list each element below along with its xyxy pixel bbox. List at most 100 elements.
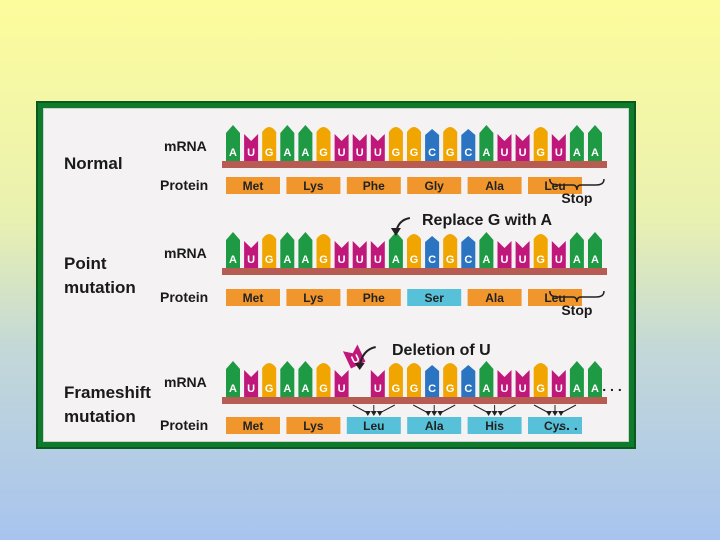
nucleotide-C [425,236,440,268]
nucleotide-U [515,134,530,161]
nucleotide-letter: C [464,254,472,266]
nucleotide-A [280,361,295,397]
codon-connector-arrowhead [431,411,438,416]
nucleotide-letter: G [319,147,328,159]
nucleotide-A [569,125,584,161]
nucleotide-letter: A [482,147,490,159]
nucleotide-G [443,127,458,161]
amino-acid-box [467,417,522,434]
nucleotide-U [551,370,566,397]
nucleotide-U [551,241,566,268]
nucleotide-C [425,365,440,397]
nucleotide-letter: G [446,254,455,266]
nucleotide-letter: U [247,254,255,266]
nucleotide-letter: U [555,383,563,395]
nucleotide-G [533,234,548,268]
stop-label: Stop [561,302,592,318]
amino-acid-label: His [485,419,504,433]
protein-label: Protein [160,289,208,305]
nucleotide-letter: A [392,254,400,266]
replace-annotation: Replace G with A [422,212,553,229]
amino-acid-label: Ala [485,179,504,193]
nucleotide-U [352,241,367,268]
nucleotide-A [388,232,403,268]
nucleotide-letter: A [591,254,599,266]
nucleotide-letter: A [591,147,599,159]
nucleotide-A [298,361,313,397]
amino-acid-box [346,289,401,306]
nucleotide-letter: U [519,254,527,266]
nucleotide-letter: U [501,147,509,159]
section-title-line: Normal [64,154,123,173]
mrna-label: mRNA [164,245,207,261]
nucleotide-G [262,127,277,161]
nucleotide-A [588,232,602,268]
nucleotide-G [533,363,548,397]
nucleotide-U [370,241,385,268]
mrna-strand [222,397,607,404]
amino-acid-label: Ala [425,419,444,433]
nucleotide-G [262,234,277,268]
nucleotide-letter: G [536,147,545,159]
codon-connector-arrowhead [437,411,444,416]
nucleotide-letter: U [501,383,509,395]
nucleotide-letter: G [392,147,401,159]
nucleotide-A [226,361,240,397]
amino-acid-label: Met [243,419,264,433]
deletion-arrowhead [354,363,365,370]
nucleotide-letter: G [410,383,419,395]
amino-acid-label: Leu [544,179,565,193]
nucleotide-letter: A [229,254,237,266]
nucleotide-letter: G [446,147,455,159]
nucleotide-A [280,125,295,161]
nucleotide-letter: U [374,254,382,266]
nucleotide-A [569,361,584,397]
nucleotide-G [443,234,458,268]
nucleotide-G [316,127,331,161]
codon-connector-arrowhead [370,411,377,416]
nucleotide-G [407,234,421,268]
section-title-line: mutation [64,278,136,297]
codon-connector-arrowhead [491,411,498,416]
nucleotide-letter: G [410,254,419,266]
nucleotide-letter: A [283,147,291,159]
codon-connector-arrowhead [425,411,432,416]
nucleotide-letter: A [573,383,581,395]
amino-acid-box [407,417,462,434]
nucleotide-U [334,134,349,161]
amino-acid-label: Gly [425,179,445,193]
amino-acid-box [286,289,341,306]
nucleotide-A [479,125,494,161]
nucleotide-letter: U [338,254,346,266]
nucleotide-U [497,134,512,161]
nucleotide-letter: A [482,254,490,266]
codon-connector-arrowhead [376,411,383,416]
nucleotide-letter: A [573,254,581,266]
nucleotide-letter: U [356,147,364,159]
nucleotide-U [244,134,259,161]
amino-acid-label: Leu [544,291,565,305]
nucleotide-C [461,365,476,397]
amino-acid-box [346,417,401,434]
nucleotide-letter: G [392,383,401,395]
nucleotide-letter: C [428,147,436,159]
nucleotide-U [334,241,349,268]
nucleotide-letter: G [265,147,274,159]
nucleotide-U [244,241,259,268]
mrna-label: mRNA [164,374,207,390]
protein-label: Protein [160,417,208,433]
amino-acid-box [226,177,280,194]
nucleotide-G [407,363,421,397]
mrna-strand [222,268,607,275]
nucleotide-U [244,370,259,397]
nucleotide-A [280,232,295,268]
nucleotide-U [370,134,385,161]
nucleotide-letter: U [338,383,346,395]
nucleotide-A [569,232,584,268]
amino-acid-label: Lys [303,291,324,305]
amino-acid-box [226,289,280,306]
stop-brace [549,178,605,191]
nucleotide-U [515,241,530,268]
